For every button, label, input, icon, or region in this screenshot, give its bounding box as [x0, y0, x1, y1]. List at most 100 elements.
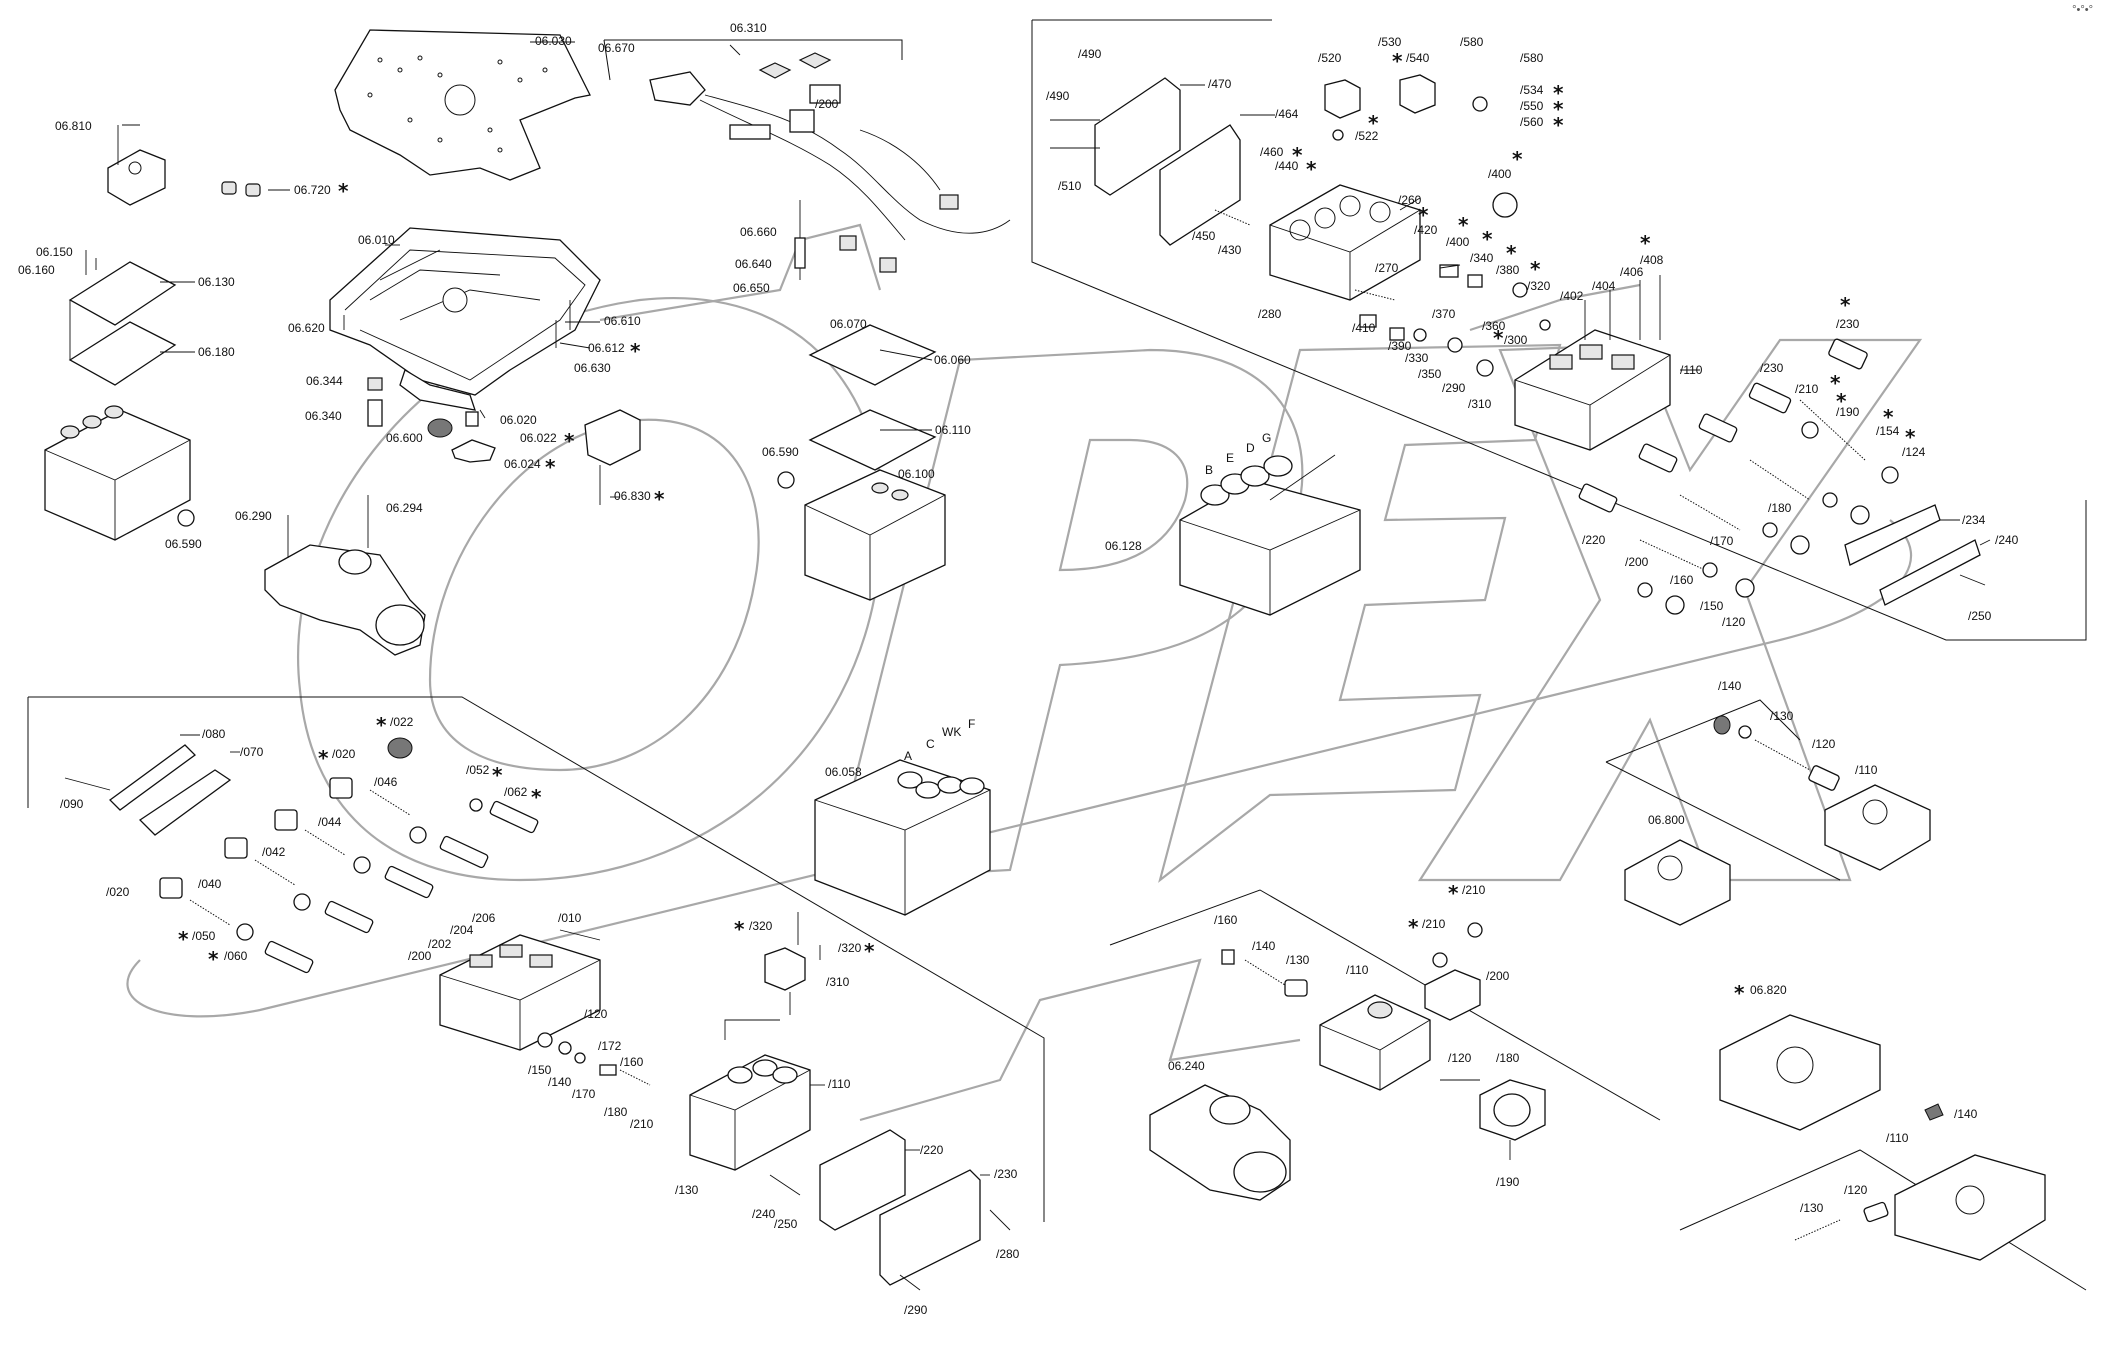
- label-b060: /060: [224, 949, 248, 963]
- label-m06058: 06.058: [825, 765, 862, 779]
- label-06100: 06.100: [898, 467, 935, 481]
- label-r230a: /230: [1836, 317, 1860, 331]
- label-r580a: /580: [1460, 35, 1484, 49]
- label-r540: /540: [1406, 51, 1430, 65]
- label-r380a: /380: [1496, 263, 1520, 277]
- plate-240: [1879, 539, 1981, 606]
- label-06612: 06.612: [588, 341, 625, 355]
- star-r534: *: [1553, 81, 1564, 105]
- star-b062: *: [531, 785, 542, 809]
- label-r490b: /490: [1046, 89, 1070, 103]
- label-06030: 06.030: [535, 34, 572, 48]
- star-r320: *: [1530, 257, 1541, 281]
- label-m320b: /320: [838, 941, 862, 955]
- sleeve-06340: [367, 399, 383, 427]
- label-e110: /110: [1855, 763, 1878, 777]
- gasket-06130: [68, 261, 177, 326]
- label-06180: 06.180: [198, 345, 235, 359]
- star-b060: *: [208, 947, 219, 971]
- label-r440: /440: [1275, 159, 1299, 173]
- label-b020b: /020: [106, 885, 130, 899]
- cover-06800: [1624, 839, 1731, 926]
- label-r154: /154: [1876, 424, 1900, 438]
- label-b120: /120: [584, 1007, 608, 1021]
- label-06590b: 06.590: [762, 445, 799, 459]
- star-r420: *: [1418, 203, 1429, 227]
- bottom-left-group: [64, 737, 651, 1086]
- label-r240: /240: [1995, 533, 2019, 547]
- label-r350: /350: [1418, 367, 1442, 381]
- label-e120: /120: [1812, 737, 1836, 751]
- solenoid-WK: [937, 776, 963, 794]
- label-m110: /110: [828, 1077, 851, 1091]
- label-06024: 06.024: [504, 457, 541, 471]
- star-b052: *: [492, 763, 503, 787]
- label-06620: 06.620: [288, 321, 325, 335]
- label-r390: /390: [1388, 339, 1412, 353]
- label-mA: A: [904, 749, 912, 763]
- label-06150: 06.150: [36, 245, 73, 259]
- star-r560: *: [1553, 113, 1564, 137]
- label-06020: 06.020: [500, 413, 537, 427]
- label-r470: /470: [1208, 77, 1232, 91]
- label-r404: /404: [1592, 279, 1616, 293]
- label-b070: /070: [240, 745, 264, 759]
- label-06640: 06.640: [735, 257, 772, 271]
- right-middle-group: [1624, 715, 1931, 926]
- label-b206: /206: [472, 911, 496, 925]
- wire-harness-group: [649, 52, 1011, 601]
- star-06830: *: [654, 487, 665, 511]
- label-s130: /130: [1286, 953, 1310, 967]
- label-r430: /430: [1218, 243, 1242, 257]
- label-r420: /420: [1414, 223, 1438, 237]
- label-m240: /240: [752, 1207, 776, 1221]
- label-06160: 06.160: [18, 263, 55, 277]
- label-s120: /120: [1448, 1051, 1472, 1065]
- label-f140: /140: [1954, 1107, 1978, 1121]
- label-06720: 06.720: [294, 183, 331, 197]
- label-s200: /200: [1486, 969, 1510, 983]
- label-b170: /170: [572, 1087, 596, 1101]
- label-s140: /140: [1252, 939, 1276, 953]
- solenoid-B: [1200, 484, 1230, 506]
- label-b044: /044: [318, 815, 342, 829]
- label-f06820: 06.820: [1750, 983, 1787, 997]
- label-b090: /090: [60, 797, 84, 811]
- label-b150: /150: [528, 1063, 552, 1077]
- label-b020a: /020: [332, 747, 356, 761]
- label-r534: /534: [1520, 83, 1544, 97]
- star-s210a: *: [1448, 881, 1459, 905]
- star-b022: *: [376, 713, 387, 737]
- label-m250: /250: [774, 1217, 798, 1231]
- solenoid-D: [1240, 465, 1270, 487]
- label-m310: /310: [826, 975, 850, 989]
- label-b200: /200: [408, 949, 432, 963]
- label-06610: 06.610: [604, 314, 641, 328]
- bottom-center-group: [689, 759, 1011, 1291]
- label-s210a: /210: [1462, 883, 1486, 897]
- solenoid-A: [897, 771, 923, 789]
- label-m290: /290: [904, 1303, 928, 1317]
- label-r120: /120: [1722, 615, 1746, 629]
- star-r340: *: [1482, 227, 1493, 251]
- plug-06344: [367, 377, 383, 391]
- label-b046: /046: [374, 775, 398, 789]
- label-06340: 06.340: [305, 409, 342, 423]
- label-r150: /150: [1700, 599, 1724, 613]
- label-06660: 06.660: [740, 225, 777, 239]
- label-f110: /110: [1886, 1131, 1909, 1145]
- star-s210b: *: [1408, 915, 1419, 939]
- label-b172: /172: [598, 1039, 622, 1053]
- star-f06820: *: [1734, 981, 1745, 1005]
- star-r460: *: [1292, 143, 1303, 167]
- valve-block-06100: [804, 469, 946, 601]
- gasket-06060: [808, 324, 937, 386]
- label-m220: /220: [920, 1143, 944, 1157]
- label-06022: 06.022: [520, 431, 557, 445]
- label-s06240: 06.240: [1168, 1059, 1205, 1073]
- label-r530: /530: [1378, 35, 1402, 49]
- label-r270: /270: [1375, 261, 1399, 275]
- label-r310: /310: [1468, 397, 1492, 411]
- label-r464: /464: [1275, 107, 1299, 121]
- label-r360: /360: [1482, 319, 1506, 333]
